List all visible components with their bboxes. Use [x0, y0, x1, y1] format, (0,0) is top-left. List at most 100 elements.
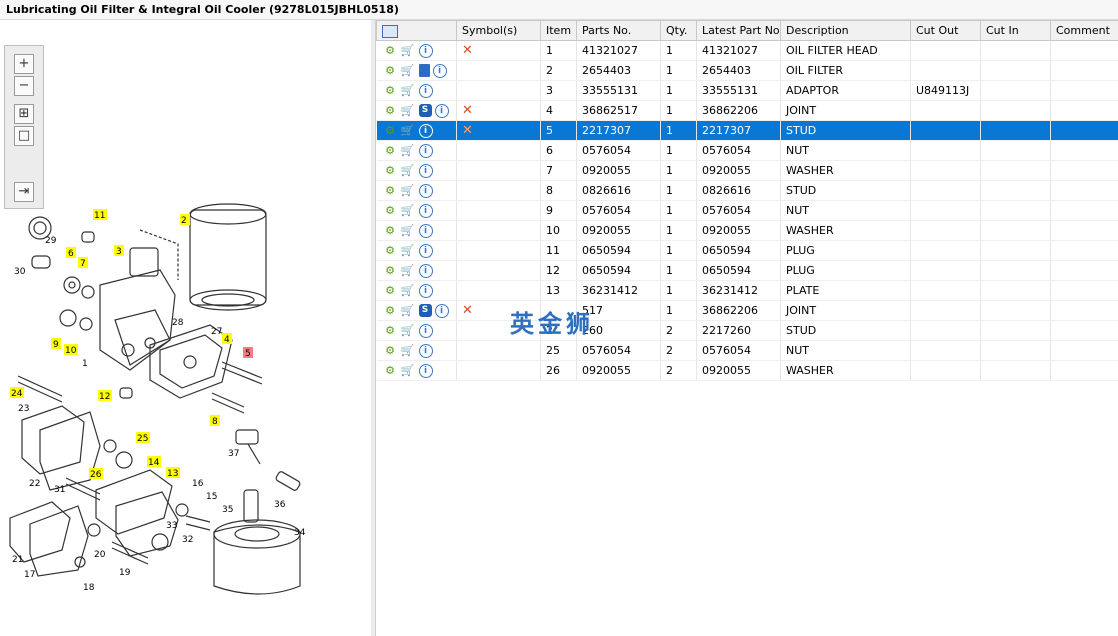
- cart-icon[interactable]: 🛒: [400, 164, 415, 177]
- info-icon[interactable]: i: [418, 43, 433, 58]
- cut-out-cell: [910, 120, 981, 141]
- column-header-cut-in[interactable]: Cut In: [980, 20, 1051, 41]
- info-icon[interactable]: i: [418, 203, 433, 218]
- cart-icon[interactable]: 🛒: [400, 44, 415, 57]
- fit-page-icon[interactable]: ⊞: [14, 104, 34, 124]
- column-header-comment[interactable]: Comment: [1050, 20, 1118, 41]
- gear-icon[interactable]: ⚙: [385, 264, 395, 277]
- cart-icon[interactable]: 🛒: [400, 224, 415, 237]
- cut-out-cell: [910, 220, 981, 241]
- info-icon[interactable]: i: [418, 323, 433, 338]
- column-header-symbols[interactable]: Symbol(s): [456, 20, 541, 41]
- info-icon[interactable]: i: [418, 143, 433, 158]
- gear-icon[interactable]: ⚙: [385, 284, 395, 297]
- column-header-parts-no[interactable]: Parts No.: [576, 20, 661, 41]
- cart-icon[interactable]: 🛒: [400, 364, 415, 377]
- supersession-icon[interactable]: S: [418, 304, 432, 317]
- gear-icon[interactable]: ⚙: [385, 184, 395, 197]
- gear-icon[interactable]: ⚙: [385, 64, 395, 77]
- gear-icon[interactable]: ⚙: [385, 324, 395, 337]
- row-actions-cell: ⚙ 🛒i: [376, 260, 457, 281]
- gear-icon[interactable]: ⚙: [385, 84, 395, 97]
- gear-icon[interactable]: ⚙: [385, 304, 395, 317]
- pane-splitter[interactable]: [371, 20, 376, 636]
- parts-no-cell: 517: [576, 300, 661, 321]
- export-icon[interactable]: ⇥: [14, 182, 34, 202]
- column-header-item[interactable]: Item: [540, 20, 577, 41]
- cart-icon[interactable]: 🛒: [400, 324, 415, 337]
- supersession-icon[interactable]: S: [418, 104, 432, 117]
- info-icon[interactable]: i: [418, 163, 433, 178]
- actual-size-icon[interactable]: □: [14, 126, 34, 146]
- exploded-parts-diagram[interactable]: 2 3 4 5 6 7 8 9 10 11 12 13 14 15 16 17 …: [0, 200, 370, 636]
- cart-icon[interactable]: 🛒: [400, 344, 415, 357]
- cart-icon[interactable]: 🛒: [400, 84, 415, 97]
- cart-icon[interactable]: 🛒: [400, 244, 415, 257]
- description-cell: OIL FILTER: [780, 60, 911, 81]
- column-header-latest-part-no[interactable]: Latest Part No.: [696, 20, 781, 41]
- gear-icon[interactable]: ⚙: [385, 164, 395, 177]
- document-icon[interactable]: [418, 64, 430, 77]
- cart-icon[interactable]: 🛒: [400, 104, 415, 117]
- info-icon[interactable]: i: [418, 363, 433, 378]
- info-icon[interactable]: i: [418, 263, 433, 278]
- gear-icon[interactable]: ⚙: [385, 344, 395, 357]
- cart-icon[interactable]: 🛒: [400, 124, 415, 137]
- qty-cell: 1: [660, 80, 697, 101]
- cart-icon[interactable]: 🛒: [400, 284, 415, 297]
- gear-icon[interactable]: ⚙: [385, 244, 395, 257]
- cart-icon[interactable]: 🛒: [400, 264, 415, 277]
- gear-icon[interactable]: ⚙: [385, 364, 395, 377]
- info-icon[interactable]: i: [434, 103, 449, 118]
- info-icon[interactable]: i: [418, 283, 433, 298]
- description-cell: PLUG: [780, 240, 911, 261]
- gear-icon[interactable]: ⚙: [385, 124, 395, 137]
- column-header-description[interactable]: Description: [780, 20, 911, 41]
- parts-no-cell: 0920055: [576, 360, 661, 381]
- cart-icon[interactable]: 🛒: [400, 204, 415, 217]
- comment-cell: [1050, 320, 1118, 341]
- cart-icon[interactable]: 🛒: [400, 64, 415, 77]
- cart-icon[interactable]: 🛒: [400, 304, 415, 317]
- gear-icon[interactable]: ⚙: [385, 144, 395, 157]
- cart-icon[interactable]: 🛒: [400, 184, 415, 197]
- info-icon[interactable]: i: [418, 183, 433, 198]
- info-icon[interactable]: i: [418, 83, 433, 98]
- cart-icon[interactable]: 🛒: [400, 144, 415, 157]
- gear-icon[interactable]: ⚙: [385, 224, 395, 237]
- gear-icon[interactable]: ⚙: [385, 204, 395, 217]
- column-header-cut-out[interactable]: Cut Out: [910, 20, 981, 41]
- info-icon[interactable]: i: [418, 223, 433, 238]
- info-icon[interactable]: i: [418, 343, 433, 358]
- info-icon[interactable]: i: [418, 123, 433, 138]
- gear-icon[interactable]: ⚙: [385, 44, 395, 57]
- zoom-in-icon[interactable]: +: [14, 54, 34, 74]
- diagram-pane[interactable]: + − ⊞ □ ⇥: [0, 20, 372, 636]
- comment-cell: [1050, 160, 1118, 181]
- gear-icon[interactable]: ⚙: [385, 104, 395, 117]
- zoom-out-icon[interactable]: −: [14, 76, 34, 96]
- info-icon[interactable]: i: [418, 243, 433, 258]
- column-header-qty[interactable]: Qty.: [660, 20, 697, 41]
- info-icon[interactable]: i: [432, 63, 447, 78]
- column-chooser-icon[interactable]: [382, 24, 398, 38]
- info-icon[interactable]: i: [434, 303, 449, 318]
- column-header-actions[interactable]: [376, 20, 457, 41]
